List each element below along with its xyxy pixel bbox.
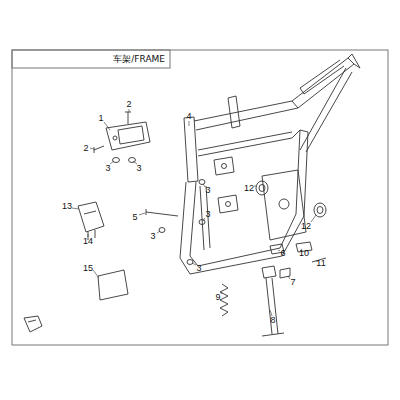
callout-number: 3 [135, 163, 142, 173]
frame [24, 54, 360, 336]
callout-number: 2 [82, 143, 89, 153]
title-tab [12, 50, 170, 68]
callout-number: 3 [104, 163, 111, 173]
callout-number: 10 [298, 248, 310, 258]
callout-number: 12 [300, 221, 312, 231]
callout-number: 3 [149, 231, 156, 241]
callout-number: 3 [204, 209, 211, 219]
callout-number: 14 [82, 236, 94, 246]
callout-number: 12 [243, 183, 255, 193]
callout-number: 3 [195, 263, 202, 273]
callout-number: 6 [279, 248, 286, 258]
callout-number: 1 [97, 113, 104, 123]
callout-number: 2 [125, 99, 132, 109]
callout-number: 3 [204, 185, 211, 195]
callout-number: 8 [269, 315, 276, 325]
callout-number: 7 [289, 277, 296, 287]
callout-number: 11 [315, 258, 326, 268]
callout-number: 5 [131, 212, 138, 222]
border [12, 50, 388, 345]
callout-number: 9 [214, 292, 221, 302]
leader-lines [72, 109, 318, 316]
callout-number: 4 [185, 111, 192, 121]
callout-number: 13 [61, 201, 73, 211]
callout-number: 15 [82, 263, 94, 273]
title: 车架/FRAME [113, 54, 165, 65]
